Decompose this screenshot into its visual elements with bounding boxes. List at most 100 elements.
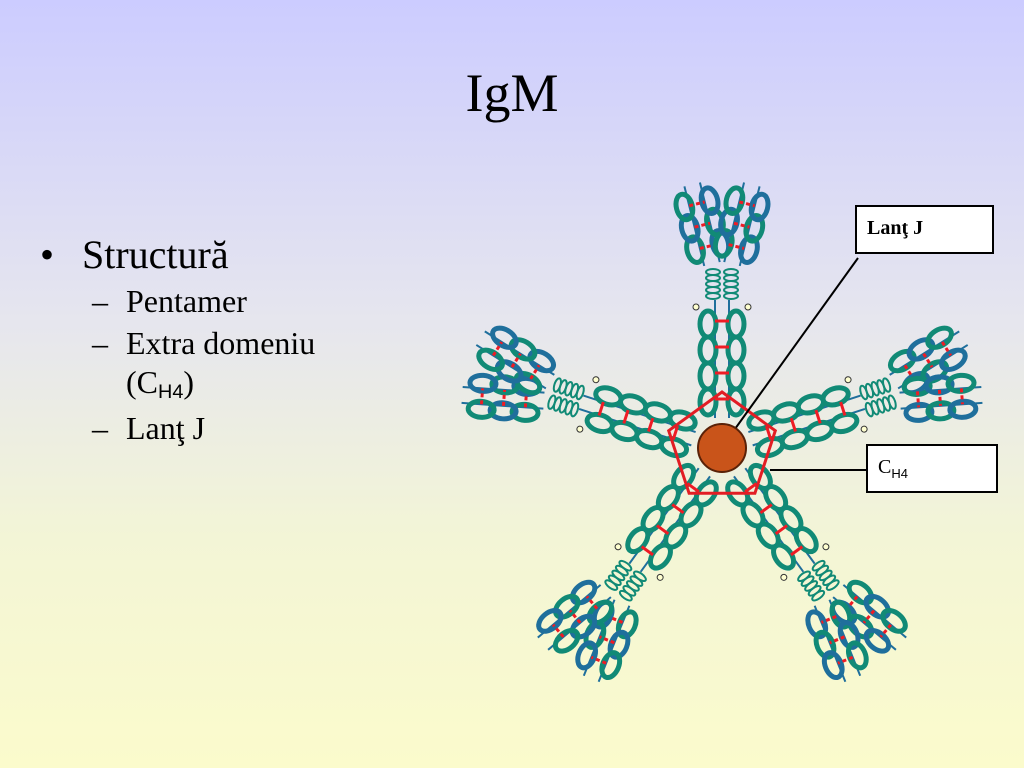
ig-domain [647,542,673,571]
subbullet-extra-domeniu: – Extra domeniu [92,324,315,362]
ig-domain [820,385,851,408]
disulfide-bond [862,609,876,624]
ig-domain [569,579,598,606]
ig-domain [813,629,837,660]
ig-domain [476,347,505,372]
ch4-open: (C [126,363,158,400]
ig-domain [805,609,829,640]
disulfide-bond [903,364,915,380]
ig-domain [508,337,538,362]
hinge-coil [705,268,721,276]
disulfide-bond [480,388,485,405]
ch4-pentagon-ring [666,390,778,495]
disulfide-bond [622,409,630,424]
disulfide-bond [529,364,541,380]
fab-arm [805,599,869,683]
fab-arm [575,599,639,683]
ig-domain [925,325,954,350]
dash-marker: – [92,283,108,319]
ig-domain [743,213,766,244]
fab-arm [712,182,771,267]
monomer-arm-5 [461,325,698,459]
hinge-coil [882,377,892,393]
carbohydrate-dot [592,376,600,384]
disulfide-bond [829,635,846,645]
bullet-text: Structură [82,232,229,277]
disulfide-bond [590,655,607,665]
ig-domain [725,334,747,366]
ig-domain [593,385,624,408]
hinge-coil [618,589,633,602]
disulfide-bond [607,615,624,624]
hinge-coil [604,579,619,591]
bullet-structura: • Structură [40,232,315,278]
subbullet-lant-j: – Lanţ J [92,409,315,447]
hinge-coil [723,268,739,276]
subbullet-ch4-continuation: (CH4) [126,363,315,405]
disulfide-bond [585,595,599,610]
monomer-arm-4 [536,462,719,683]
ig-domain [863,593,891,620]
carbohydrate-dot [844,376,852,384]
disulfide-bond [523,391,529,408]
disulfide-bond [915,391,921,408]
ig-domain [673,191,696,223]
monomer-arm-1 [673,182,771,418]
ig-domain [748,191,771,223]
hinge-coil [887,394,897,410]
ig-domain [527,348,557,374]
disulfide-bond [845,595,859,610]
subbullet-pentamer: – Pentamer [92,282,315,320]
carbohydrate-dot [860,425,868,433]
ig-domain [625,526,651,555]
ig-domain [586,599,615,626]
disulfide-bond [839,401,847,416]
ch4-subscript: H4 [158,380,184,403]
ig-domain [599,650,623,681]
disulfide-bond [699,243,716,250]
ch4-label: C [878,456,892,478]
ig-domain [467,372,499,394]
fab-arm [887,325,969,396]
disulfide-bond [647,417,655,432]
disulfide-bond [738,200,756,208]
subbullet-text: Pentamer [126,283,247,319]
disulfide-bond [922,352,934,369]
ig-domain [829,411,860,435]
hinge-coil [825,579,840,591]
disulfide-bond [671,425,679,440]
j-chain-pointer-line [721,257,859,448]
disulfide-bond [597,401,605,416]
ch4-label-box: CH4 [866,444,998,493]
disulfide-bond [656,524,670,536]
disulfide-bond [568,609,582,624]
j-chain-label-box: Lanţ J [855,205,994,254]
ig-domain [698,185,721,216]
disulfide-bond [774,524,788,536]
fab-arm [536,579,615,654]
ig-domain [846,579,875,606]
subbullet-text: Extra domeniu [126,325,316,362]
fab-arm [829,579,908,654]
ch4-close: ) [183,363,195,400]
ch4-label-subscript: H4 [891,466,908,481]
disulfide-bond [759,503,773,515]
disulfide-bond [814,409,822,424]
fab-arm [899,372,983,423]
bullet-marker: • [40,232,55,277]
fab-arm [475,325,557,396]
disulfide-bond [733,221,750,229]
disulfide-bond [671,503,685,515]
ig-domain [771,542,797,571]
disulfide-bond [959,388,964,405]
slide-title: IgM [465,63,559,123]
disulfide-bond [937,389,943,406]
disulfide-bond [879,623,893,638]
disulfide-bond [510,352,522,369]
disulfide-bond [728,243,745,250]
carbohydrate-dot [656,573,664,581]
ig-domain [569,613,598,640]
ig-domain [697,334,719,366]
monomer-arms [461,182,983,683]
